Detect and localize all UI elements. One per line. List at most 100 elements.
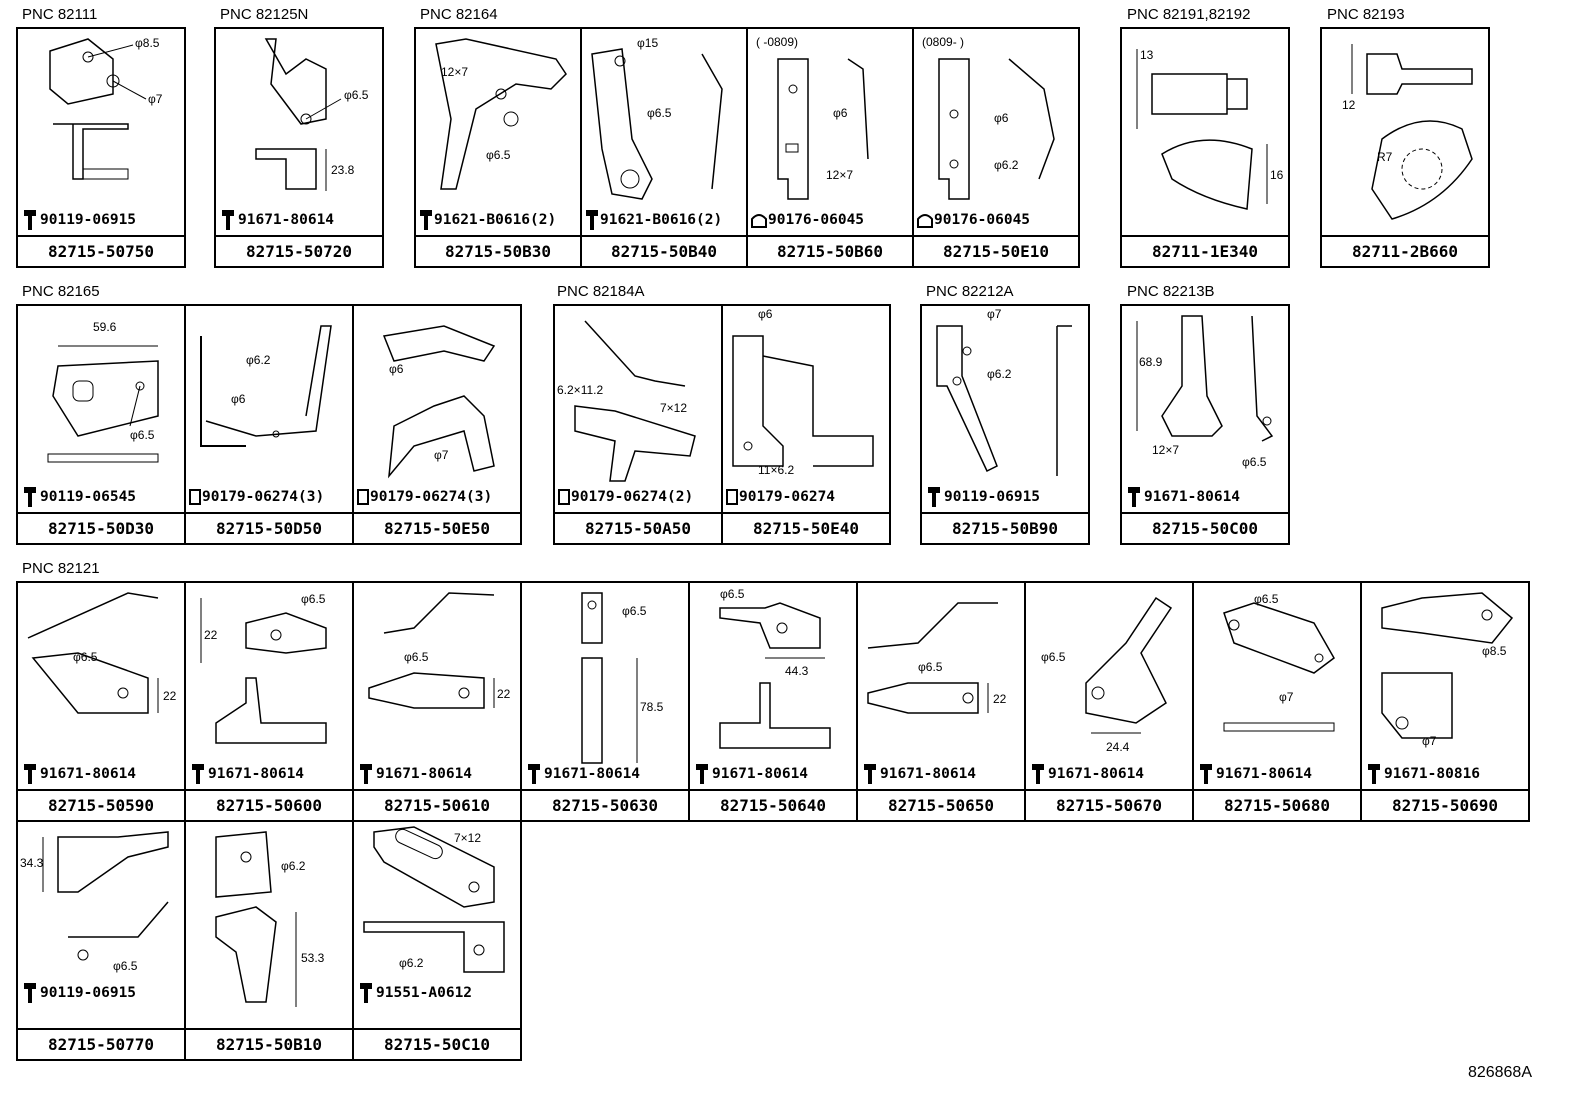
pnc-label-82184a: PNC 82184A <box>557 283 645 300</box>
part-cell-82715-50680[interactable]: φ6.5 φ7 91671-80614 82715-50680 <box>1192 581 1362 822</box>
bolt-part-number: 91671-80816 <box>1384 766 1481 782</box>
part-cell-82711-2b660[interactable]: 12 R7 82711-2B660 <box>1320 27 1490 268</box>
part-number: 82715-50650 <box>858 789 1024 820</box>
part-number: 82715-50B30 <box>416 235 580 266</box>
part-cell-82711-1e340[interactable]: 13 16 82711-1E340 <box>1120 27 1290 268</box>
bolt-icon <box>928 487 940 507</box>
bolt-icon <box>360 764 372 784</box>
dim-label: 53.3 <box>301 951 325 965</box>
dim-label: φ8.5 <box>1482 644 1507 658</box>
bracket-drawing: ( -0809) φ6 12×7 <box>756 35 869 200</box>
dim-label: 78.5 <box>640 700 664 714</box>
bolt-icon <box>528 764 540 784</box>
dim-label: 6.2×11.2 <box>557 383 603 397</box>
pnc-label-82125n: PNC 82125N <box>220 6 309 23</box>
bolt-callout: 91621-B0616(2) <box>418 209 556 231</box>
dim-label: φ6.2 <box>994 158 1019 172</box>
dim-label: φ6.5 <box>486 148 511 162</box>
dim-label: 11×6.2 <box>758 463 794 477</box>
bolt-callout: 91671-80816 <box>1364 763 1480 785</box>
dim-label: 7×12 <box>660 401 687 415</box>
bracket-drawing: (0809- ) φ6 φ6.2 <box>922 35 1055 200</box>
part-cell-82715-50e40[interactable]: φ6 11×6.2 90179-06274 82715-50E40 <box>721 304 891 545</box>
part-cell-82715-50770[interactable]: 34.3 φ6.5 90119-06915 82715-50770 <box>16 820 186 1061</box>
nut-icon <box>751 214 767 228</box>
part-cell-82715-50c00[interactable]: 68.9 12×7 φ6.5 91671-80614 82715-50C00 <box>1120 304 1290 545</box>
bracket-drawing: φ7 φ6.2 <box>936 307 1072 476</box>
bolt-part-number: 90179-06274(3) <box>202 489 325 505</box>
bolt-callout: 90179-06274(3) <box>188 486 324 508</box>
part-number: 82715-50E40 <box>723 512 889 543</box>
bolt-part-number: 91621-B0616(2) <box>600 212 723 228</box>
part-number: 82715-50E10 <box>914 235 1078 266</box>
part-cell-82715-50630[interactable]: φ6.5 78.5 91671-80614 82715-50630 <box>520 581 690 822</box>
diagram-reference-code: 826868A <box>1467 1064 1532 1081</box>
part-number: 82715-50B40 <box>582 235 746 266</box>
dim-label: 24.4 <box>1106 740 1130 754</box>
dim-label: φ8.5 <box>135 36 160 50</box>
bolt-icon <box>24 487 36 507</box>
part-cell-82715-50610[interactable]: φ6.5 22 91671-80614 82715-50610 <box>352 581 522 822</box>
part-cell-82715-50e50[interactable]: φ6 φ7 90179-06274(3) 82715-50E50 <box>352 304 522 545</box>
bolt-part-number: 90179-06274(3) <box>370 489 493 505</box>
dim-label: φ6.5 <box>404 650 429 664</box>
part-cell-82715-50d50[interactable]: φ6.2 φ6 90179-06274(3) 82715-50D50 <box>184 304 354 545</box>
bolt-icon <box>222 210 234 230</box>
part-cell-82715-50a50[interactable]: 6.2×11.2 7×12 90179-06274(2) 82715-50A50 <box>553 304 723 545</box>
dim-label: 68.9 <box>1139 355 1163 369</box>
part-cell-82715-50e10[interactable]: (0809- ) φ6 φ6.2 90176-06045 82715-50E10 <box>912 27 1080 268</box>
bolt-callout: 91671-80614 <box>1124 486 1240 508</box>
part-cell-82715-50750[interactable]: φ8.5 φ7 90119-06915 82715-50750 <box>16 27 186 268</box>
dim-label: 7×12 <box>454 831 481 845</box>
bracket-drawing: φ8.5 φ7 <box>49 36 163 180</box>
bolt-callout: 90176-06045 <box>750 209 864 231</box>
bolt-callout: 91671-80614 <box>1028 763 1144 785</box>
bolt-part-number: 90119-06915 <box>944 489 1041 505</box>
part-cell-82715-50590[interactable]: φ6.5 22 91671-80614 82715-50590 <box>16 581 186 822</box>
part-cell-82715-50c10[interactable]: 7×12 φ6.2 91551-A0612 82715-50C10 <box>352 820 522 1061</box>
part-cell-82715-50640[interactable]: φ6.5 44.3 91671-80614 82715-50640 <box>688 581 858 822</box>
dim-label: 12×7 <box>826 168 853 182</box>
dim-label: φ6.5 <box>73 650 98 664</box>
part-number: 82715-50D30 <box>18 512 184 543</box>
bolt-part-number: 90119-06915 <box>40 985 137 1001</box>
bracket-drawing: φ6.5 φ7 <box>1223 592 1335 732</box>
dim-label: φ6 <box>389 362 404 376</box>
part-cell-82715-50670[interactable]: φ6.5 24.4 91671-80614 82715-50670 <box>1024 581 1194 822</box>
part-cell-82715-50b10[interactable]: φ6.2 53.3 82715-50B10 <box>184 820 354 1061</box>
bolt-callout: 90119-06915 <box>924 486 1040 508</box>
part-number: 82715-50D50 <box>186 512 352 543</box>
part-cell-82715-50b90[interactable]: φ7 φ6.2 90119-06915 82715-50B90 <box>920 304 1090 545</box>
bolt-part-number: 91671-80614 <box>40 766 137 782</box>
dim-label: φ6 <box>758 307 773 321</box>
dim-label: φ6.5 <box>301 592 326 606</box>
dim-label: φ7 <box>1279 690 1294 704</box>
bracket-drawing: φ6.5 24.4 <box>1041 596 1173 754</box>
part-cell-82715-50690[interactable]: φ8.5 φ7 91671-80816 82715-50690 <box>1360 581 1530 822</box>
bolt-part-number: 91671-80614 <box>712 766 809 782</box>
part-cell-82715-50b40[interactable]: φ15 φ6.5 91621-B0616(2) 82715-50B40 <box>580 27 748 268</box>
dim-label: 59.6 <box>93 320 117 334</box>
bolt-callout: 91671-80614 <box>860 763 976 785</box>
part-cell-82715-50b60[interactable]: ( -0809) φ6 12×7 90176-06045 82715-50B60 <box>746 27 914 268</box>
pnc-label-82165: PNC 82165 <box>22 283 100 300</box>
dim-label: φ7 <box>1422 734 1437 748</box>
dim-label: 22 <box>497 687 511 701</box>
part-cell-82715-50650[interactable]: φ6.5 22 91671-80614 82715-50650 <box>856 581 1026 822</box>
dim-label: φ15 <box>637 36 658 50</box>
part-number: 82715-50610 <box>354 789 520 820</box>
dim-label: φ7 <box>987 307 1002 321</box>
dim-label: φ6.5 <box>1041 650 1066 664</box>
dim-label: 22 <box>163 689 177 703</box>
bracket-drawing: φ6.5 22 <box>27 592 177 714</box>
part-cell-82715-50720[interactable]: φ6.5 23.8 91671-80614 82715-50720 <box>214 27 384 268</box>
pnc-label-82193: PNC 82193 <box>1327 6 1405 23</box>
part-cell-82715-50600[interactable]: 22 φ6.5 91671-80614 82715-50600 <box>184 581 354 822</box>
bolt-part-number: 90176-06045 <box>768 212 865 228</box>
part-number: 82715-50B10 <box>186 1028 352 1059</box>
part-number: 82715-50630 <box>522 789 688 820</box>
bolt-icon <box>360 983 372 1003</box>
part-cell-82715-50b30[interactable]: 12×7 φ6.5 91621-B0616(2) 82715-50B30 <box>414 27 582 268</box>
part-cell-82715-50d30[interactable]: 59.6 φ6.5 90119-06545 82715-50D30 <box>16 304 186 545</box>
bolt-part-number: 91671-80614 <box>208 766 305 782</box>
